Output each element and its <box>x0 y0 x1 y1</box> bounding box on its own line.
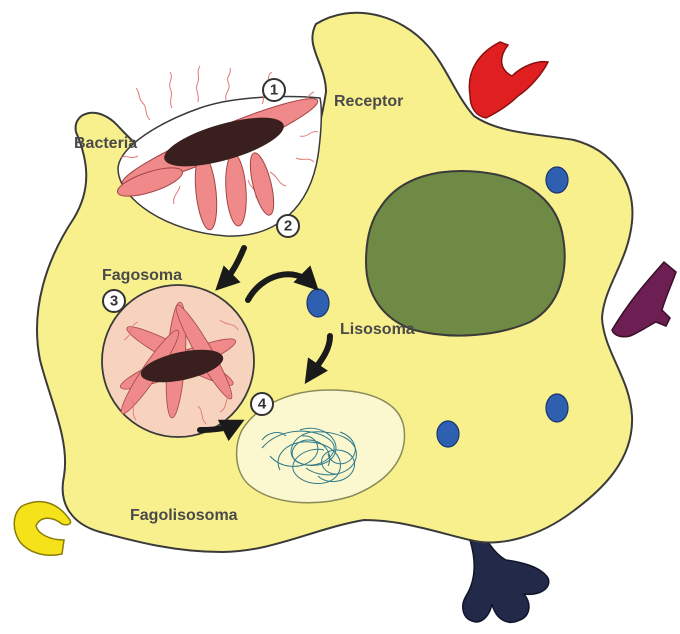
receptor-red-icon <box>469 42 548 118</box>
label-fagolisosoma: Fagolisosoma <box>130 507 238 524</box>
step-number: 2 <box>284 218 292 235</box>
receptor-yellow-icon <box>14 502 70 556</box>
step-marker-2: 2 <box>277 215 299 237</box>
step-marker-3: 3 <box>103 290 125 312</box>
phagosome <box>102 285 254 437</box>
step-marker-1: 1 <box>263 79 285 101</box>
nucleus <box>366 171 565 336</box>
label-fagosoma: Fagosoma <box>102 267 182 284</box>
label-receptor: Receptor <box>334 93 403 110</box>
lysosome <box>437 421 459 447</box>
label-bacteria: Bacteria <box>74 135 137 152</box>
label-lisosoma: Lisosoma <box>340 321 415 338</box>
step-number: 3 <box>110 293 118 310</box>
lysosome <box>546 394 568 422</box>
step-number: 1 <box>270 82 278 99</box>
step-number: 4 <box>258 396 267 413</box>
receptor-purple-icon <box>612 262 676 337</box>
lysosome <box>546 167 568 193</box>
lysosome <box>307 289 329 317</box>
step-marker-4: 4 <box>251 393 273 415</box>
receptor-navy-icon <box>463 538 549 622</box>
